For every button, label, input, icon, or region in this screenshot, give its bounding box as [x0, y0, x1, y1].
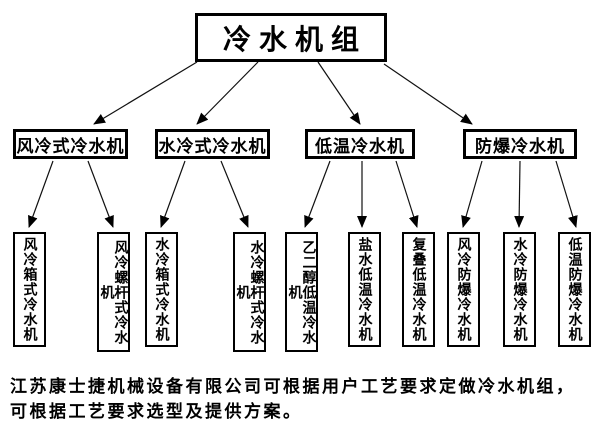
node-brine-low-temp-chiller: 盐水低温冷水机 — [348, 232, 381, 347]
connector-arrow — [317, 61, 361, 125]
node-label: 水冷箱式冷水机 — [153, 237, 170, 342]
node-label: 风冷箱式冷水机 — [21, 237, 38, 342]
node-label: 风冷螺杆式冷水机 — [98, 239, 129, 345]
node-water-cooled-explosion-proof-chiller: 水冷防爆冷水机 — [503, 232, 536, 347]
connector-arrow — [514, 160, 525, 228]
node-explosion-proof-chiller: 防爆冷水机 — [463, 129, 577, 159]
node-water-cooled-box-chiller: 水冷箱式冷水机 — [145, 232, 178, 347]
footer-note: 江苏康士捷机械设备有限公司可根据用户工艺要求定做冷水机组， 可根据工艺要求选型及… — [10, 375, 595, 425]
node-label: 风冷防爆冷水机 — [455, 237, 472, 342]
node-cascade-low-temp-chiller: 复叠低温冷水机 — [402, 232, 435, 347]
connector-arrow — [28, 160, 54, 228]
connector-arrow — [395, 160, 419, 228]
node-label: 乙二醇低温冷水机 — [286, 239, 317, 345]
connector-arrow — [196, 61, 259, 125]
node-low-temp-chiller: 低温冷水机 — [305, 129, 415, 159]
node-low-temp-explosion-proof-chiller: 低温防爆冷水机 — [558, 232, 591, 347]
node-label: 水冷防爆冷水机 — [511, 237, 528, 342]
connector-arrow — [220, 160, 249, 228]
connector-arrow — [461, 160, 483, 228]
node-label: 水冷螺杆式冷水机 — [234, 239, 265, 345]
node-label: 复叠低温冷水机 — [410, 237, 427, 342]
node-air-cooled-explosion-proof-chiller: 风冷防爆冷水机 — [447, 232, 480, 347]
node-air-cooled-box-chiller: 风冷箱式冷水机 — [13, 232, 46, 347]
node-label: 低温防爆冷水机 — [566, 237, 583, 342]
node-water-cooled-screw-chiller: 水冷螺杆式冷水机 — [233, 232, 266, 352]
connector-arrow — [93, 61, 198, 125]
node-air-cooled-screw-chiller: 风冷螺杆式冷水机 — [97, 232, 130, 352]
connector-arrow — [555, 160, 578, 228]
node-glycol-low-temp-chiller: 乙二醇低温冷水机 — [285, 232, 318, 352]
node-water-cooled-chiller: 水冷式冷水机 — [155, 129, 270, 159]
footer-note-line2: 可根据工艺要求选型及提供方案。 — [10, 402, 303, 422]
node-chiller-unit: 冷水机组 — [195, 13, 387, 62]
node-air-cooled-chiller: 风冷式冷水机 — [13, 129, 128, 159]
connector-arrow — [160, 160, 186, 228]
connector-arrow — [304, 160, 331, 228]
connector-arrow — [383, 63, 473, 125]
connector-arrow — [87, 160, 114, 228]
footer-note-line1: 江苏康士捷机械设备有限公司可根据用户工艺要求定做冷水机组， — [10, 377, 576, 397]
node-label: 盐水低温冷水机 — [356, 237, 373, 342]
